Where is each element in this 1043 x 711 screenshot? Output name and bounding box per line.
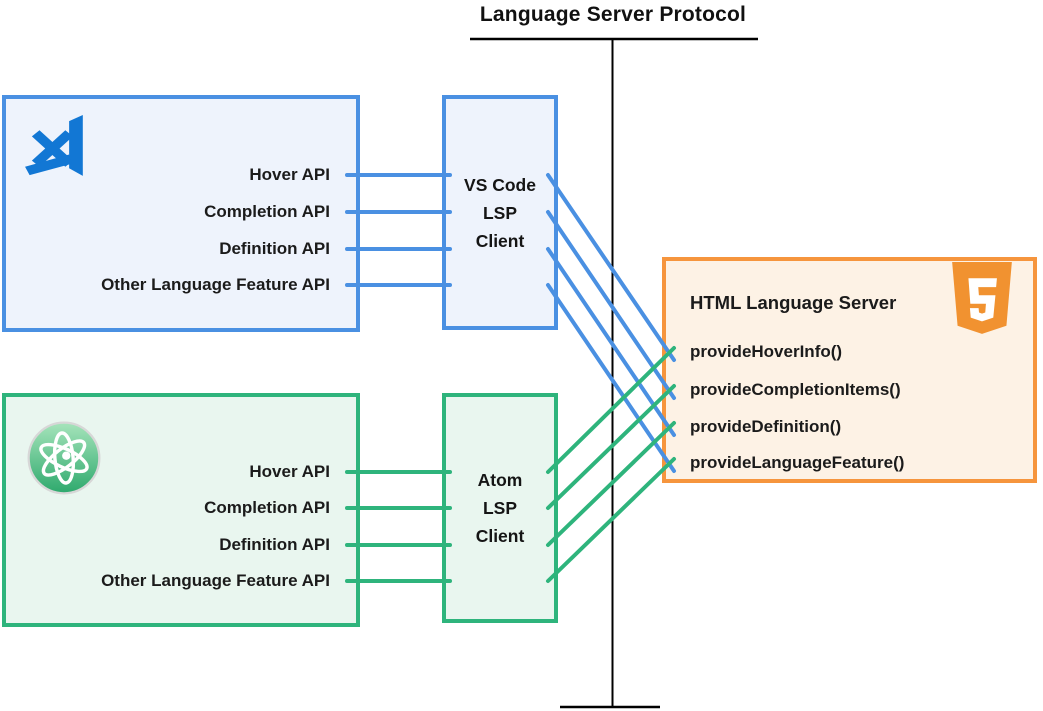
server-method-providecompletionitems: provideCompletionItems()	[690, 380, 901, 399]
vscode-client-label-line3: Client	[475, 230, 525, 251]
atom-api-label-definition: Definition API	[219, 535, 330, 554]
html5-icon	[952, 262, 1012, 334]
wire-atomclient-providelanguagefeature	[546, 457, 676, 583]
vscode-api-label-other: Other Language Feature API	[101, 275, 330, 294]
vscode-api-label-definition: Definition API	[219, 239, 330, 258]
wire-atomclient-providedefinition	[546, 421, 676, 547]
atom-client-label-line1: Atom	[477, 470, 523, 490]
vscode-api-label-hover: Hover API	[249, 165, 330, 184]
wire-vscodeclient-providehoverinfo	[546, 173, 676, 362]
atom-lsp-client-box: Atom LSP Client	[442, 393, 558, 623]
server-method-providelanguagefeature: provideLanguageFeature()	[690, 453, 905, 472]
vscode-lsp-client-box: VS Code LSP Client	[442, 95, 558, 330]
wire-atomclient-providehoverinfo	[546, 346, 676, 474]
vscode-client-label-line2: LSP	[482, 202, 518, 223]
atom-client-label-line3: Client	[475, 526, 525, 546]
vscode-api-label-completion: Completion API	[204, 202, 330, 221]
atom-api-label-completion: Completion API	[204, 498, 330, 517]
atom-icon	[27, 421, 101, 495]
vscode-icon	[25, 115, 83, 176]
wire-vscodeclient-providecompletionitems	[546, 210, 676, 400]
diagram-title: Language Server Protocol	[479, 3, 747, 26]
vscode-client-label-line1: VS Code	[464, 174, 536, 195]
server-panel-title: HTML Language Server	[690, 292, 897, 313]
wire-atomclient-providecompletionitems	[546, 384, 676, 510]
server-method-providehoverinfo: provideHoverInfo()	[690, 342, 843, 361]
atom-client-label-line2: LSP	[482, 498, 518, 518]
atom-api-label-other: Other Language Feature API	[101, 571, 330, 590]
server-method-providedefinition: provideDefinition()	[690, 417, 842, 436]
wire-vscodeclient-providedefinition	[546, 247, 676, 437]
wire-vscodeclient-providelanguagefeature	[546, 283, 676, 473]
atom-api-label-hover: Hover API	[249, 462, 330, 481]
